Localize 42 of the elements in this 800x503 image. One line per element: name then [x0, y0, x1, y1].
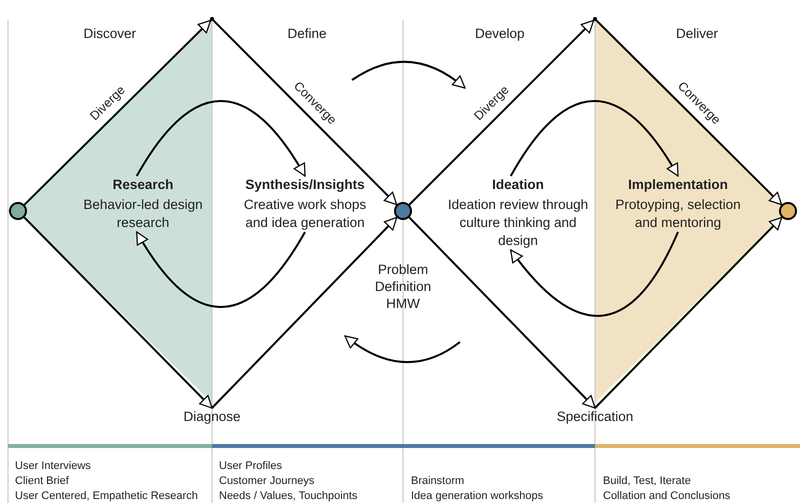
arrow — [24, 216, 213, 409]
note-text: Problem Definition HMW — [374, 261, 432, 312]
list-item: User Interviews — [15, 459, 91, 473]
vertex-point — [593, 17, 597, 21]
stage-label: Specification — [556, 408, 634, 426]
node-heading: Research — [112, 176, 174, 194]
phase-heading: Develop — [475, 25, 525, 42]
stage-label: Diagnose — [182, 408, 242, 426]
list-item: Brainstorm — [411, 474, 464, 488]
phase-heading: Discover — [84, 25, 136, 42]
arrow — [594, 216, 782, 409]
list-item: User Profiles — [219, 459, 282, 473]
circle-node — [779, 202, 797, 220]
list-item: Collation and Conclusions — [603, 489, 730, 503]
phase-heading: Define — [288, 25, 327, 42]
list-item: Idea generation workshops — [411, 489, 544, 503]
phase-heading: Deliver — [676, 25, 718, 42]
list-item: Customer Journeys — [219, 474, 314, 488]
arrow — [408, 20, 594, 206]
circle-node — [394, 202, 412, 220]
list-item: Client Brief — [15, 474, 69, 488]
node-description: Protoyping, selection and mentoring — [614, 196, 742, 232]
arrow — [212, 20, 398, 206]
circle-node — [9, 202, 27, 220]
arrow — [211, 216, 398, 409]
node-description: Creative work shops and idea generation — [242, 196, 368, 232]
arrow — [510, 232, 679, 317]
list-item: Build, Test, Iterate — [603, 474, 691, 488]
list-item: Needs / Values, Touchpoints — [219, 489, 358, 503]
arrow — [136, 231, 306, 308]
arrow — [24, 20, 212, 206]
node-heading: Synthesis/Insights — [244, 176, 366, 194]
vertex-point — [210, 17, 214, 21]
list-item: User Centered, Empathetic Research — [15, 489, 198, 503]
node-heading: Implementation — [627, 176, 729, 194]
arrow — [510, 100, 679, 177]
node-heading: Ideation — [491, 176, 545, 194]
node-description: Ideation review through culture thinking and design — [446, 196, 590, 250]
node-description: Behavior-led design research — [82, 196, 204, 232]
arrow — [408, 216, 596, 409]
arrow — [136, 100, 306, 177]
arrow — [596, 20, 782, 206]
